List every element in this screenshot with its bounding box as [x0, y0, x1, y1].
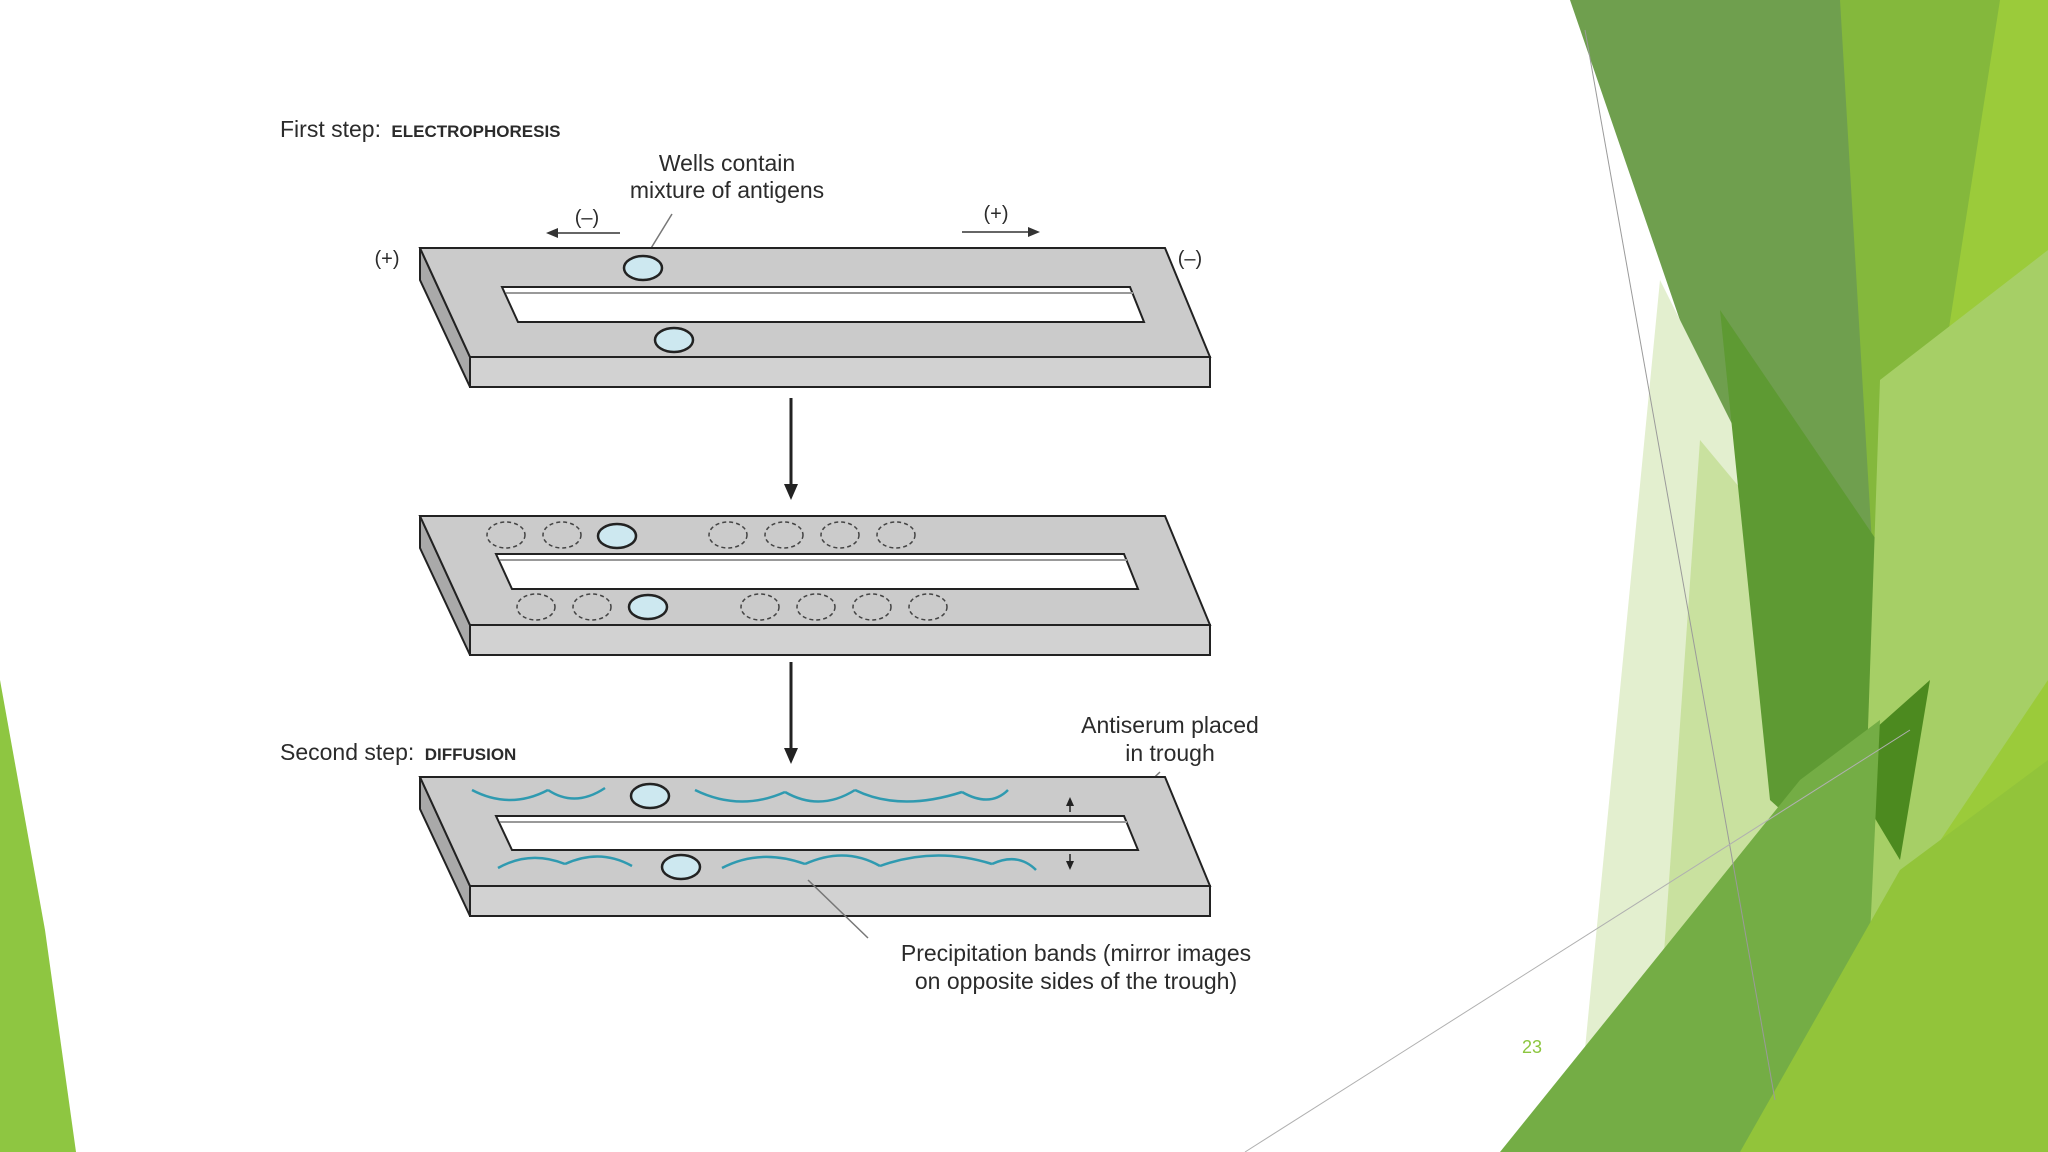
- left-arrowhead: [546, 228, 558, 238]
- band-arc: [961, 789, 1009, 801]
- antiserum-label-line2: in trough: [1125, 740, 1215, 766]
- gel-slide-3: [418, 776, 1212, 917]
- right-arrowhead: [1028, 227, 1040, 237]
- slide2-well-top: [596, 522, 638, 550]
- immunoelectrophoresis-diagram: First step: ELECTROPHORESIS Wells contai…: [280, 116, 1259, 994]
- slide3-trough: [494, 815, 1140, 851]
- slide2-spot: [764, 521, 804, 549]
- band-arc: [471, 788, 549, 802]
- band-arc: [804, 854, 881, 868]
- band-arc: [547, 786, 606, 800]
- facet-bottom-band: [1500, 720, 1880, 1152]
- slide2-front-face: [469, 624, 1211, 656]
- band-arc: [784, 788, 856, 803]
- second-step-heading: Second step: DIFFUSION: [280, 739, 516, 765]
- polarity-left-end: (+): [375, 248, 400, 270]
- bands-label-line1: Precipitation bands (mirror images: [901, 940, 1251, 966]
- slide2-trough: [494, 553, 1140, 590]
- polarity-right-arrow-label: (+): [984, 203, 1009, 225]
- precipitation-bands-bottom: [497, 854, 1037, 871]
- slide2-spot: [486, 521, 526, 549]
- polarity-right-end: (–): [1178, 248, 1202, 270]
- precipitation-bands-top: [471, 786, 1009, 803]
- left-decoration: [0, 680, 76, 1152]
- band-arc: [721, 855, 806, 870]
- band-arc: [879, 854, 993, 868]
- slide2-spot: [908, 593, 948, 621]
- slide1-well-bottom: [653, 326, 695, 354]
- bands-label-line2: on opposite sides of the trough): [915, 968, 1237, 994]
- slide2-spot: [572, 593, 612, 621]
- page-number: 23: [1522, 1037, 1542, 1057]
- slide3-well-top: [629, 782, 671, 810]
- slide2-spot: [796, 593, 836, 621]
- slide1-front-face: [469, 356, 1211, 388]
- slide2-spot: [740, 593, 780, 621]
- first-step-heading: First step: ELECTROPHORESIS: [280, 116, 561, 142]
- slide2-spot: [876, 521, 916, 549]
- flow-arrowhead-2: [784, 748, 798, 764]
- slide2-spot: [820, 521, 860, 549]
- band-arc: [991, 857, 1037, 871]
- slide2-spot: [516, 593, 556, 621]
- slide2-spot: [708, 521, 748, 549]
- polarity-left-arrow-label: (–): [575, 207, 599, 229]
- wells-label-line1: Wells contain: [659, 150, 795, 176]
- facet-deep-green: [1840, 680, 1930, 860]
- gel-slide-1: [418, 247, 1212, 388]
- slide1-well-top: [622, 254, 664, 282]
- bands-pointer: [807, 879, 869, 939]
- wells-label-line2: mixture of antigens: [630, 177, 824, 203]
- diffusion-arrowhead-down: [1066, 861, 1074, 870]
- right-decoration: [1244, 0, 2048, 1152]
- flow-arrowhead-1: [784, 484, 798, 500]
- antiserum-label-line1: Antiserum placed: [1081, 712, 1259, 738]
- thin-line-1: [1584, 29, 1776, 1101]
- slide3-well-bottom: [660, 853, 702, 881]
- slide2-spot: [542, 521, 582, 549]
- band-arc: [564, 855, 633, 868]
- slide2-spot: [852, 593, 892, 621]
- band-arc: [694, 788, 786, 803]
- thin-line-2: [1244, 729, 1911, 1152]
- facet-bottom-bright: [1740, 760, 2048, 1152]
- diffusion-arrowhead-up: [1066, 797, 1074, 806]
- band-arc: [854, 788, 963, 803]
- band-arc: [497, 856, 566, 870]
- slide2-well-bottom: [627, 593, 669, 621]
- gel-slide-2: [418, 515, 1212, 656]
- slide1-trough: [500, 286, 1146, 323]
